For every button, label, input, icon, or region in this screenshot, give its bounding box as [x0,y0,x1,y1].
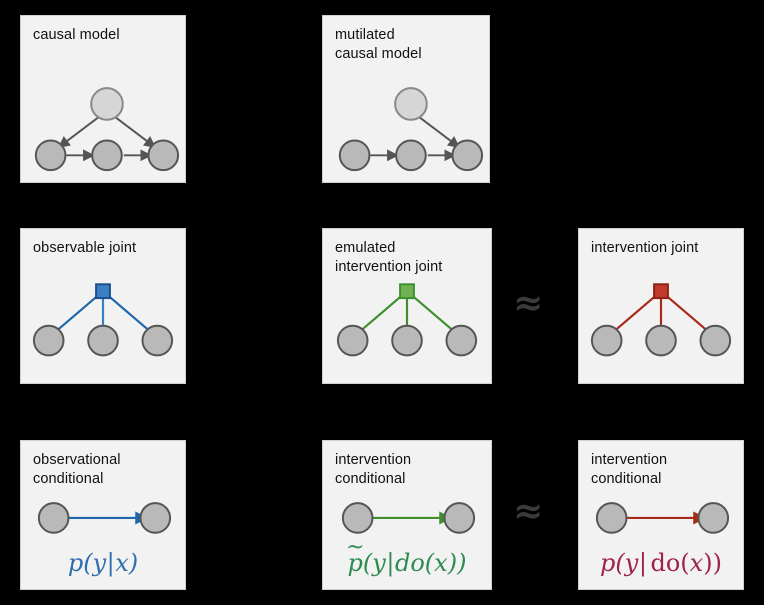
formula-close-paren: ) [447,549,458,577]
factor-node-blue [95,283,111,300]
factor-edge-to-x [54,290,104,333]
panel-intervention-conditional-emulated: intervention conditional p~(y|do(x)) [322,440,492,590]
node-y [697,502,730,534]
formula-p: p [67,549,84,577]
formula-open-paren: ( [83,549,93,577]
formula-observational-conditional: p(y|x) [21,549,185,577]
node-x [34,139,67,172]
approx-symbol-row2: ≈ [513,283,543,324]
formula-open-paren-2: ( [424,549,435,577]
panel-intervention-joint: intervention joint [578,228,744,384]
panel-observable-joint: observable joint [20,228,186,384]
panel-title-intervention-joint: intervention joint [591,240,699,256]
panel-observational-conditional: observational conditional p(y|x) [20,440,186,590]
panel-title-emulated-intervention-joint: emulated intervention joint [335,240,443,275]
node-confounder [394,87,428,121]
edge-confounder-to-y [418,115,460,149]
panel-title-mutilated-causal-model: mutilated causal model [335,27,422,62]
formula-x: x [689,549,704,577]
node-confounder [90,87,124,121]
factor-edge-to-x [612,290,662,333]
formula-bar: | [386,549,395,577]
formula-close-paren-2: ) [457,549,467,577]
formula-y: y [92,549,107,577]
factor-edge-to-x [358,290,408,333]
node-y [699,324,732,357]
node-m [87,324,119,357]
factor-edge-to-y [660,290,710,333]
formula-do: do [394,549,425,577]
node-x [338,139,371,172]
panel-title-observational-conditional: observational conditional [33,452,121,487]
formula-y: y [624,549,639,577]
panel-title-intervention-conditional-true: intervention conditional [591,452,668,487]
node-y [141,324,174,357]
node-x [37,502,70,534]
formula-p: p [600,549,616,577]
formula-intervention-conditional-emulated: p~(y|do(x)) [323,535,491,577]
formula-close-paren-2: ) [712,549,722,577]
formula-y: y [372,549,386,577]
formula-bar: | [638,549,647,577]
approx-symbol-row3: ≈ [513,491,543,532]
panel-emulated-intervention-joint: emulated intervention joint [322,228,492,384]
node-y [139,502,172,534]
node-y [451,139,484,172]
node-y [147,139,180,172]
formula-p-tilde: p~ [346,535,365,577]
node-x [32,324,65,357]
panel-mutilated-causal-model: mutilated causal model [322,15,490,183]
formula-intervention-conditional-true: p(y|do(x)) [579,549,743,577]
edge-confounder-to-x [57,115,100,149]
formula-open-paren-2: ( [680,549,690,577]
panel-title-intervention-conditional-emulated: intervention conditional [335,452,412,487]
formula-close-paren: ) [128,549,139,577]
panel-causal-model: causal model [20,15,186,183]
node-y [443,502,476,534]
factor-node-green [399,283,415,300]
node-m [395,139,427,172]
node-m [645,324,677,357]
factor-edge-to-y [406,290,456,333]
panel-title-observable-joint: observable joint [33,240,137,256]
formula-open-paren: ( [362,549,373,577]
formula-tilde-accent: ~ [345,535,365,561]
formula-p: p [347,549,363,577]
node-x [341,502,374,534]
edge-confounder-to-y [114,115,156,149]
factor-edge-to-y [102,290,152,333]
node-x [590,324,623,357]
formula-x: x [115,549,129,577]
node-m [91,139,123,172]
formula-close-paren: ) [703,549,713,577]
formula-bar: | [106,549,115,577]
panel-intervention-conditional-true: intervention conditional p(y|do(x)) [578,440,744,590]
formula-open-paren: ( [615,549,625,577]
panel-title-causal-model: causal model [33,27,120,43]
node-x [336,324,369,357]
formula-do: do [650,549,681,577]
factor-node-red [653,283,669,300]
node-y [445,324,478,357]
formula-x: x [434,549,448,577]
node-x [595,502,628,534]
node-m [391,324,423,357]
